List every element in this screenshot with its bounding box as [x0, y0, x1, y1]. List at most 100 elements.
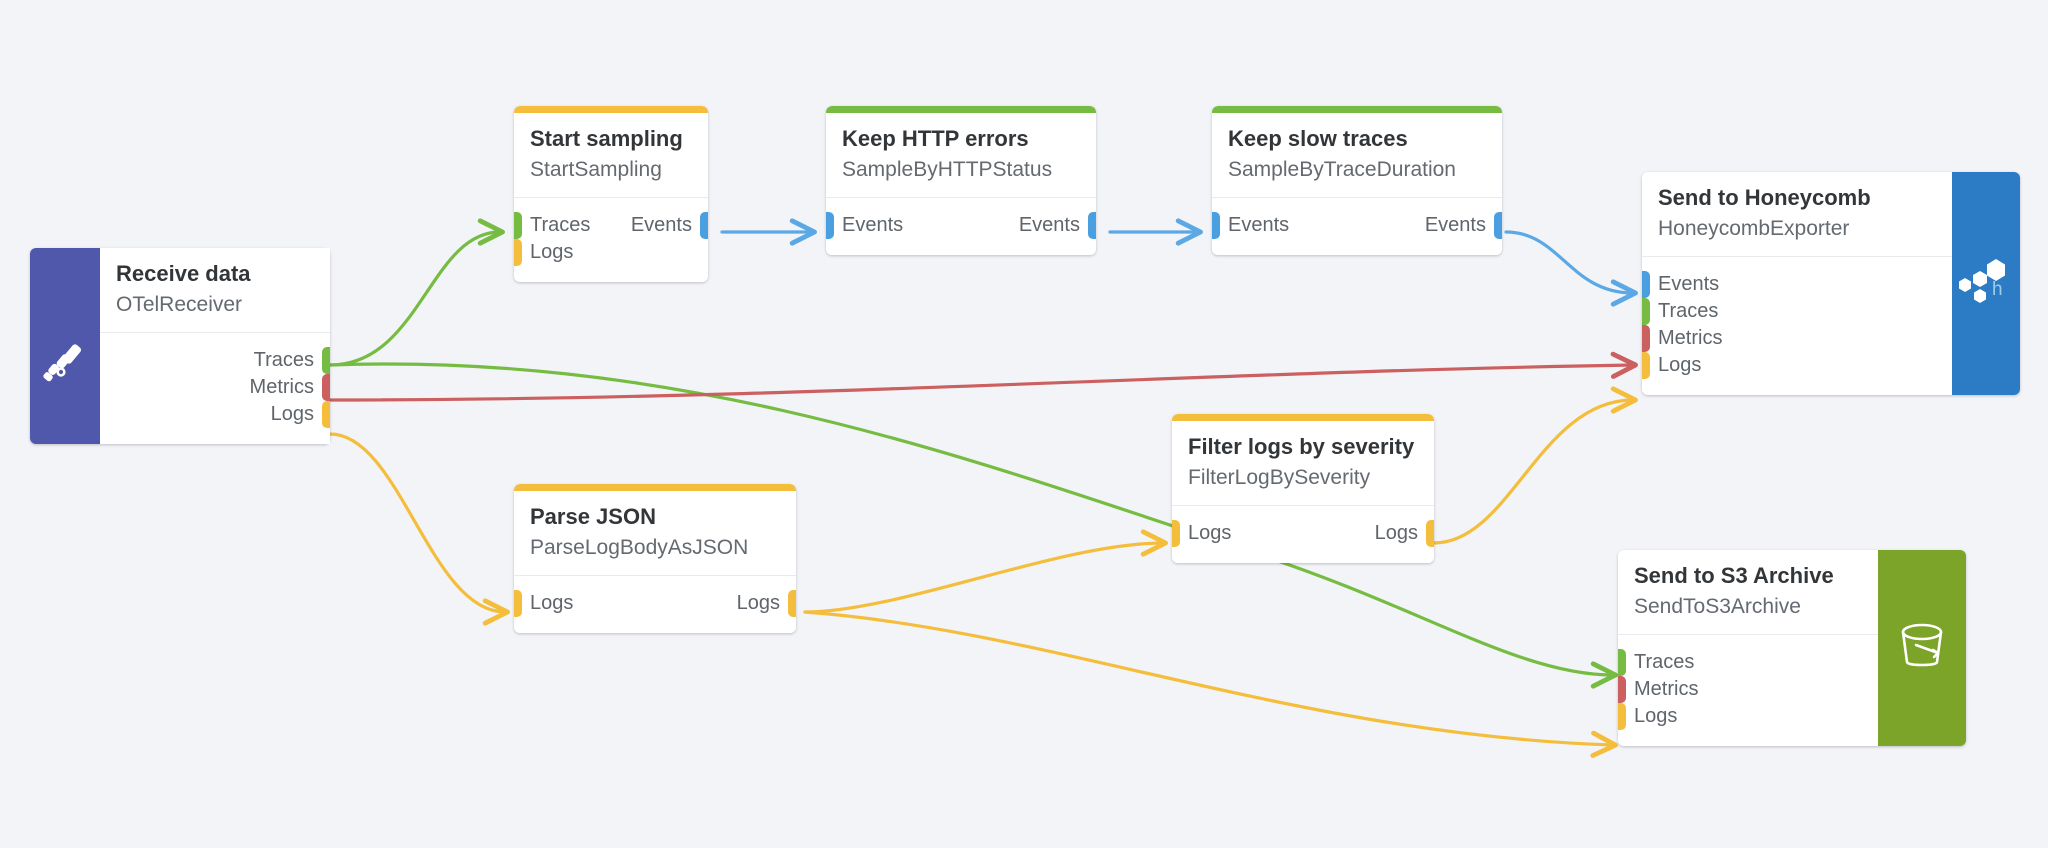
edge-receiver-traces-to-start-sampling [328, 218, 505, 367]
honeycomb-header: Send to Honeycomb HoneycombExporter [1642, 172, 1952, 257]
keep-http-errors-title: Keep HTTP errors [842, 126, 1029, 151]
honeycomb-port-metrics-dot[interactable] [1642, 324, 1650, 352]
receiver-port-logs[interactable]: Logs [100, 400, 330, 428]
start-sampling-in-traces-label: Traces [530, 213, 591, 236]
s3-port-logs-label: Logs [1634, 704, 1678, 727]
s3-subtitle: SendToS3Archive [1634, 594, 1801, 618]
edge-parse-json-to-filter-logs [803, 529, 1168, 614]
parse-json-header: Parse JSON ParseLogBodyAsJSON [514, 491, 796, 576]
honeycomb-title: Send to Honeycomb [1658, 185, 1871, 210]
node-filter-logs[interactable]: Filter logs by severity FilterLogBySever… [1172, 414, 1434, 563]
node-keep-slow-traces[interactable]: Keep slow traces SampleByTraceDuration E… [1212, 106, 1502, 255]
s3-port-logs[interactable]: Logs [1618, 702, 1878, 730]
keep-slow-traces-out-events-dot[interactable] [1494, 211, 1502, 239]
receiver-port-traces-dot[interactable] [322, 346, 330, 374]
honeycomb-logo-icon: h [1959, 259, 2005, 304]
node-start-sampling[interactable]: Start sampling StartSampling Traces Even… [514, 106, 708, 282]
start-sampling-in-logs-dot[interactable] [514, 238, 522, 266]
keep-slow-traces-ports: Events Events [1212, 198, 1502, 255]
keep-http-errors-in-events-dot[interactable] [826, 211, 834, 239]
receiver-brand-panel [30, 248, 100, 444]
s3-header: Send to S3 Archive SendToS3Archive [1618, 550, 1878, 635]
start-sampling-subtitle: StartSampling [530, 157, 662, 181]
node-keep-http-errors[interactable]: Keep HTTP errors SampleByHTTPStatus Even… [826, 106, 1096, 255]
edge-receiver-logs-to-parse-json [328, 432, 510, 626]
start-sampling-header: Start sampling StartSampling [514, 113, 708, 198]
honeycomb-port-logs-label: Logs [1658, 353, 1702, 376]
start-sampling-ports: Traces Events Logs [514, 198, 708, 282]
honeycomb-port-metrics-label: Metrics [1658, 326, 1723, 349]
honeycomb-subtitle: HoneycombExporter [1658, 216, 1850, 240]
keep-http-errors-row-events[interactable]: Events Events [826, 211, 1096, 239]
honeycomb-port-traces[interactable]: Traces [1642, 297, 1952, 325]
node-send-to-honeycomb[interactable]: Send to Honeycomb HoneycombExporter Even… [1642, 172, 2020, 395]
honeycomb-port-traces-label: Traces [1658, 299, 1719, 322]
start-sampling-in-traces-dot[interactable] [514, 211, 522, 239]
honeycomb-brand-panel: h [1952, 172, 2020, 395]
filter-logs-subtitle: FilterLogBySeverity [1188, 465, 1371, 489]
filter-logs-in-logs-label: Logs [1188, 521, 1232, 544]
filter-logs-row-logs[interactable]: Logs Logs [1172, 519, 1434, 547]
start-sampling-out-events-dot[interactable] [700, 211, 708, 239]
start-sampling-out-events-label: Events [630, 213, 692, 236]
s3-port-traces-dot[interactable] [1618, 648, 1626, 676]
keep-slow-traces-subtitle: SampleByTraceDuration [1228, 157, 1456, 181]
receiver-port-metrics-label: Metrics [249, 375, 314, 398]
filter-logs-ports: Logs Logs [1172, 506, 1434, 563]
s3-port-traces-label: Traces [1634, 650, 1695, 673]
receiver-subtitle: OTelReceiver [116, 292, 243, 316]
honeycomb-port-traces-dot[interactable] [1642, 297, 1650, 325]
s3-port-logs-dot[interactable] [1618, 702, 1626, 730]
keep-slow-traces-row-events[interactable]: Events Events [1212, 211, 1502, 239]
filter-logs-accent-bar [1172, 414, 1434, 421]
parse-json-title: Parse JSON [530, 504, 656, 529]
keep-slow-traces-in-events-dot[interactable] [1212, 211, 1220, 239]
keep-http-errors-subtitle: SampleByHTTPStatus [842, 157, 1053, 181]
receiver-port-traces-label: Traces [253, 348, 314, 371]
edge-parse-json-to-s3-logs [803, 610, 1618, 758]
s3-port-metrics[interactable]: Metrics [1618, 675, 1878, 703]
parse-json-row-logs[interactable]: Logs Logs [514, 589, 796, 617]
start-sampling-row-traces-events[interactable]: Traces Events [514, 211, 708, 239]
s3-port-metrics-dot[interactable] [1618, 675, 1626, 703]
receiver-port-logs-dot[interactable] [322, 400, 330, 428]
start-sampling-accent-bar [514, 106, 708, 113]
satellite-dish-icon [43, 344, 82, 382]
keep-http-errors-in-events-label: Events [842, 213, 904, 236]
start-sampling-row-logs[interactable]: Logs [514, 238, 708, 266]
filter-logs-title: Filter logs by severity [1188, 434, 1415, 459]
node-receive-data[interactable]: Receive data OTelReceiver Traces Metrics… [30, 248, 330, 444]
start-sampling-title: Start sampling [530, 126, 683, 151]
receiver-port-traces[interactable]: Traces [100, 346, 330, 374]
honeycomb-port-events-dot[interactable] [1642, 270, 1650, 298]
receiver-port-metrics-dot[interactable] [322, 373, 330, 401]
receiver-port-metrics[interactable]: Metrics [100, 373, 330, 401]
svg-text:h: h [1992, 279, 2003, 300]
honeycomb-port-logs[interactable]: Logs [1642, 351, 1952, 379]
node-send-to-s3-archive[interactable]: Send to S3 Archive SendToS3Archive Trace… [1618, 550, 1966, 746]
s3-title: Send to S3 Archive [1634, 563, 1834, 588]
start-sampling-in-logs-label: Logs [530, 240, 574, 263]
edge-keep-slow-traces-to-honeycomb [1504, 230, 1638, 307]
parse-json-in-logs-dot[interactable] [514, 589, 522, 617]
honeycomb-port-metrics[interactable]: Metrics [1642, 324, 1952, 352]
keep-slow-traces-out-events-label: Events [1424, 213, 1486, 236]
receiver-header: Receive data OTelReceiver [100, 248, 330, 333]
keep-http-errors-out-events-dot[interactable] [1088, 211, 1096, 239]
parse-json-ports: Logs Logs [514, 576, 796, 633]
keep-slow-traces-accent-bar [1212, 106, 1502, 113]
keep-slow-traces-in-events-label: Events [1228, 213, 1290, 236]
filter-logs-in-logs-dot[interactable] [1172, 519, 1180, 547]
edge-filter-logs-to-honeycomb [1432, 386, 1638, 545]
keep-http-errors-header: Keep HTTP errors SampleByHTTPStatus [826, 113, 1096, 198]
parse-json-accent-bar [514, 484, 796, 491]
honeycomb-port-logs-dot[interactable] [1642, 351, 1650, 379]
filter-logs-header: Filter logs by severity FilterLogBySever… [1172, 421, 1434, 506]
s3-port-traces[interactable]: Traces [1618, 648, 1878, 676]
parse-json-out-logs-dot[interactable] [788, 589, 796, 617]
node-parse-json[interactable]: Parse JSON ParseLogBodyAsJSON Logs Logs [514, 484, 796, 633]
honeycomb-port-events[interactable]: Events [1642, 270, 1952, 298]
filter-logs-out-logs-dot[interactable] [1426, 519, 1434, 547]
parse-json-in-logs-label: Logs [530, 591, 574, 614]
